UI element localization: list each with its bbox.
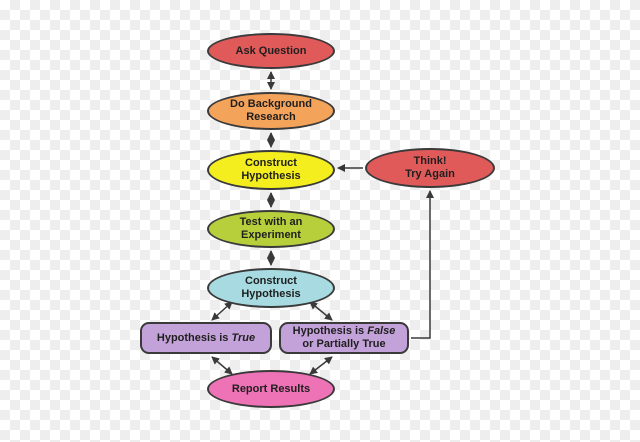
node-background-research: Do Background Research — [207, 92, 335, 130]
node-hypothesis-true-prefix: Hypothesis is — [156, 331, 232, 344]
node-think-try-again-line1: Think! — [413, 155, 447, 167]
edge-hypothesis2-false — [309, 301, 333, 321]
node-hypothesis-true: Hypothesis is True — [140, 322, 272, 354]
edge-hypothesis2-true — [211, 301, 233, 321]
node-background-research-line2: Research — [246, 111, 296, 123]
node-think-try-again-line2: Try Again — [405, 168, 455, 180]
node-construct-hypothesis-2: Construct Hypothesis — [207, 268, 335, 308]
node-hypothesis-true-emphasis: True — [231, 331, 256, 344]
node-report-results-label: Report Results — [231, 382, 311, 395]
node-report-results: Report Results — [207, 370, 335, 408]
node-ask-question: Ask Question — [207, 33, 335, 69]
node-ask-question-label: Ask Question — [235, 44, 307, 57]
node-construct-hypothesis-2-line1: Construct — [245, 275, 297, 287]
node-test-experiment: Test with an Experiment — [207, 210, 335, 248]
node-background-research-line1: Do Background — [230, 98, 312, 110]
edge-false-report — [309, 356, 333, 375]
node-hypothesis-false: Hypothesis is False or Partially True — [279, 322, 409, 354]
node-test-experiment-line1: Test with an — [239, 216, 303, 228]
node-construct-hypothesis-1-line2: Hypothesis — [241, 170, 301, 182]
node-construct-hypothesis-1: Construct Hypothesis — [207, 150, 335, 190]
node-construct-hypothesis-2-line2: Hypothesis — [241, 288, 301, 300]
edge-true-report — [211, 356, 233, 375]
node-test-experiment-line2: Experiment — [241, 229, 301, 241]
edge-false-think — [411, 190, 434, 339]
node-hypothesis-false-line2: or Partially True — [302, 338, 386, 350]
node-hypothesis-false-emphasis: False — [367, 325, 396, 337]
node-think-try-again: Think! Try Again — [365, 148, 495, 188]
node-hypothesis-false-prefix: Hypothesis is — [292, 325, 368, 337]
node-construct-hypothesis-1-line1: Construct — [245, 157, 297, 169]
